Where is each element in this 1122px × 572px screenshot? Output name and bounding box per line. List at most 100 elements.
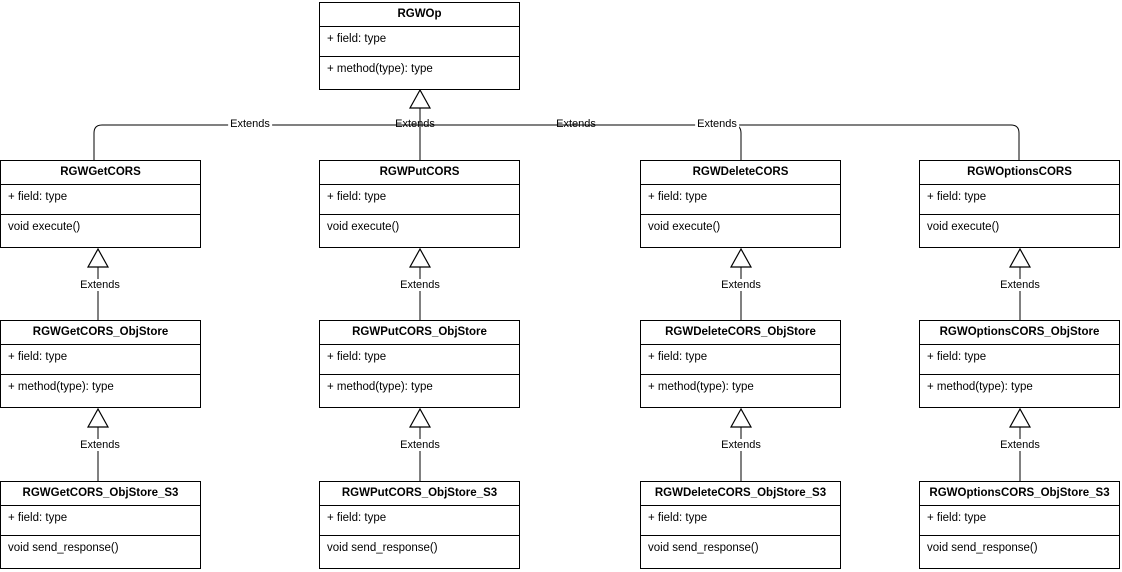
class-attributes-compartment: + field: type xyxy=(920,505,1119,535)
class-attributes-compartment: + field: type xyxy=(320,26,519,56)
class-attribute: + field: type xyxy=(648,351,708,363)
class-RGWOptionsCORS_ObjStore_S3: RGWOptionsCORS_ObjStore_S3 + field: type v… xyxy=(919,481,1120,569)
class-attributes-compartment: + field: type xyxy=(1,505,200,535)
class-methods-compartment: + method(type): type xyxy=(1,374,200,407)
class-attribute: + field: type xyxy=(8,191,68,203)
class-attributes-compartment: + field: type xyxy=(920,344,1119,374)
class-title: RGWPutCORS xyxy=(379,166,460,178)
class-attributes-compartment: + field: type xyxy=(641,505,840,535)
class-title: RGWDeleteCORS_ObjStore_S3 xyxy=(654,487,827,499)
class-methods-compartment: void execute() xyxy=(641,214,840,247)
class-method: + method(type): type xyxy=(648,381,754,393)
class-RGWGetCORS_ObjStore: RGWGetCORS_ObjStore + field: type + method… xyxy=(0,320,201,408)
class-attribute: + field: type xyxy=(8,512,68,524)
extends-label: Extends xyxy=(719,279,763,291)
inheritance-arrow-icon xyxy=(408,247,432,268)
extends-label: Extends xyxy=(998,439,1042,451)
trunk-drop-line xyxy=(732,124,742,160)
class-attributes-compartment: + field: type xyxy=(1,184,200,214)
class-attribute: + field: type xyxy=(648,191,708,203)
class-method: + method(type): type xyxy=(927,381,1033,393)
class-methods-compartment: + method(type): type xyxy=(320,374,519,407)
class-method: void send_response() xyxy=(648,542,759,554)
class-RGWPutCORS_ObjStore_S3: RGWPutCORS_ObjStore_S3 + field: type void … xyxy=(319,481,520,569)
class-title: RGWGetCORS xyxy=(60,166,141,178)
class-title: RGWOptionsCORS xyxy=(967,166,1072,178)
extends-label: Extends xyxy=(998,279,1042,291)
class-title: RGWOp xyxy=(397,8,442,20)
class-RGWDeleteCORS_ObjStore: RGWDeleteCORS_ObjStore + field: type + met… xyxy=(640,320,841,408)
extends-label: Extends xyxy=(398,439,442,451)
class-attributes-compartment: + field: type xyxy=(320,184,519,214)
class-method: void execute() xyxy=(927,221,1000,233)
class-title: RGWGetCORS_ObjStore_S3 xyxy=(22,487,179,499)
class-attribute: + field: type xyxy=(327,33,387,45)
class-methods-compartment: void send_response() xyxy=(920,535,1119,568)
class-attribute: + field: type xyxy=(8,351,68,363)
class-attributes-compartment: + field: type xyxy=(641,344,840,374)
class-methods-compartment: + method(type): type xyxy=(641,374,840,407)
class-method: void send_response() xyxy=(327,542,438,554)
class-method: void send_response() xyxy=(8,542,119,554)
class-attribute: + field: type xyxy=(648,512,708,524)
class-methods-compartment: void execute() xyxy=(320,214,519,247)
class-attributes-compartment: + field: type xyxy=(920,184,1119,214)
class-RGWGetCORS: RGWGetCORS + field: type void execute() xyxy=(0,160,201,248)
class-attribute: + field: type xyxy=(927,191,987,203)
class-methods-compartment: void send_response() xyxy=(1,535,200,568)
class-title: RGWDeleteCORS_ObjStore xyxy=(665,326,816,338)
class-attribute: + field: type xyxy=(327,351,387,363)
class-methods-compartment: void send_response() xyxy=(641,535,840,568)
trunk-line xyxy=(93,124,1020,160)
class-title: RGWPutCORS_ObjStore xyxy=(352,326,487,338)
class-attributes-compartment: + field: type xyxy=(320,505,519,535)
extends-label: Extends xyxy=(395,118,435,130)
class-attribute: + field: type xyxy=(927,351,987,363)
inheritance-arrow-icon xyxy=(729,247,753,268)
class-methods-compartment: + method(type): type xyxy=(920,374,1119,407)
class-attributes-compartment: + field: type xyxy=(1,344,200,374)
class-RGWOptionsCORS_ObjStore: RGWOptionsCORS_ObjStore + field: type + me… xyxy=(919,320,1120,408)
class-method: + method(type): type xyxy=(327,63,433,75)
class-RGWGetCORS_ObjStore_S3: RGWGetCORS_ObjStore_S3 + field: type void … xyxy=(0,481,201,569)
class-method: void execute() xyxy=(327,221,400,233)
extends-label: Extends xyxy=(398,279,442,291)
class-title: RGWOptionsCORS_ObjStore xyxy=(939,326,1100,338)
class-method: void execute() xyxy=(8,221,81,233)
class-method: + method(type): type xyxy=(327,381,433,393)
class-methods-compartment: void execute() xyxy=(920,214,1119,247)
class-RGWDeleteCORS_ObjStore_S3: RGWDeleteCORS_ObjStore_S3 + field: type vo… xyxy=(640,481,841,569)
class-attribute: + field: type xyxy=(327,512,387,524)
class-attribute: + field: type xyxy=(327,191,387,203)
inheritance-arrow-icon xyxy=(86,407,110,428)
class-RGWPutCORS: RGWPutCORS + field: type void execute() xyxy=(319,160,520,248)
class-RGWPutCORS_ObjStore: RGWPutCORS_ObjStore + field: type + method… xyxy=(319,320,520,408)
inheritance-arrow-icon xyxy=(1008,247,1032,268)
extends-label: Extends xyxy=(78,439,122,451)
class-attribute: + field: type xyxy=(927,512,987,524)
class-methods-compartment: void send_response() xyxy=(320,535,519,568)
inheritance-arrow-icon xyxy=(408,407,432,428)
extends-label: Extends xyxy=(78,279,122,291)
extends-label: Extends xyxy=(695,118,739,130)
extends-label: Extends xyxy=(556,118,596,130)
class-title: RGWOptionsCORS_ObjStore_S3 xyxy=(929,487,1110,499)
class-RGWOptionsCORS: RGWOptionsCORS + field: type void execute(… xyxy=(919,160,1120,248)
class-method: + method(type): type xyxy=(8,381,114,393)
class-attributes-compartment: + field: type xyxy=(641,184,840,214)
inheritance-arrow-icon xyxy=(86,247,110,268)
inheritance-arrow-icon xyxy=(729,407,753,428)
class-attributes-compartment: + field: type xyxy=(320,344,519,374)
extends-label: Extends xyxy=(719,439,763,451)
class-title: RGWGetCORS_ObjStore xyxy=(32,326,169,338)
class-method: void execute() xyxy=(648,221,721,233)
class-title: RGWPutCORS_ObjStore_S3 xyxy=(341,487,498,499)
inheritance-arrow-icon xyxy=(1008,407,1032,428)
class-methods-compartment: + method(type): type xyxy=(320,56,519,89)
class-method: void send_response() xyxy=(927,542,1038,554)
inheritance-arrow-icon xyxy=(408,88,432,109)
class-RGWOp: RGWOp + field: type + method(type): type xyxy=(319,2,520,90)
